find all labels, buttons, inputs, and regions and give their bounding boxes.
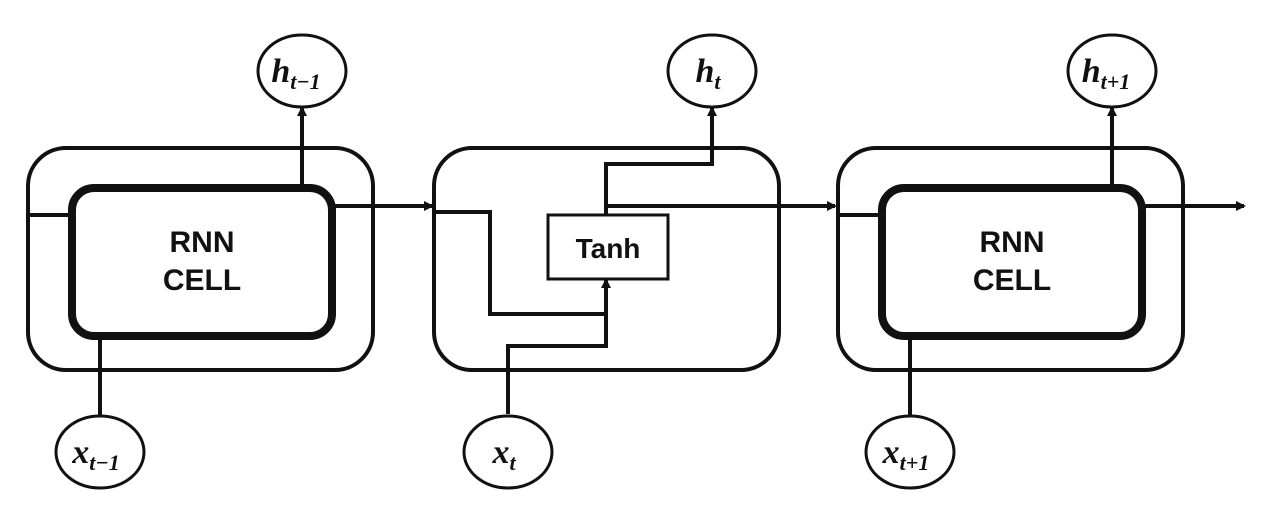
rnn-cell-next: [878, 184, 1146, 340]
input-node-current-circle: [462, 414, 554, 490]
output-node-next: ht+1: [1066, 33, 1158, 109]
tanh-label: Tanh: [576, 233, 641, 264]
output-node-prev-circle: [256, 33, 348, 109]
output-node-next-circle: [1066, 33, 1158, 109]
input-node-current: xt: [462, 414, 554, 490]
block-current-outer-box: [432, 146, 781, 372]
output-node-current: ht: [666, 33, 758, 109]
rnn-cell-next-label-2: CELL: [973, 264, 1051, 297]
block-prev: RNN CELL: [26, 106, 375, 418]
block-next: RNN CELL: [836, 106, 1185, 418]
block-current: Tanh: [432, 106, 781, 414]
block-next-outer-box: [836, 146, 1185, 372]
rnn-cell-next-label-1: RNN: [980, 226, 1045, 259]
rnn-cell-prev-label-1: RNN: [170, 226, 235, 259]
input-node-prev-circle: [54, 414, 146, 490]
input-node-prev: xt−1: [54, 414, 146, 490]
input-node-prev-label: xt−1: [71, 434, 119, 475]
output-node-current-label: ht: [695, 53, 721, 94]
output-node-prev-label: ht−1: [271, 53, 320, 94]
input-wire-current: [506, 278, 611, 414]
input-node-next-circle: [864, 414, 956, 490]
rnn-cell-prev: [68, 184, 336, 340]
tanh-box: [546, 213, 670, 281]
block-prev-outer-box: [26, 146, 375, 372]
output-arrow-current: [604, 106, 717, 215]
hidden-in-wire-current: [434, 210, 606, 316]
rnn-cell-prev-label-2: CELL: [163, 264, 241, 297]
input-node-next: xt+1: [864, 414, 956, 490]
output-node-next-label: ht+1: [1082, 53, 1131, 94]
output-node-current-circle: [666, 33, 758, 109]
output-node-prev: ht−1: [256, 33, 348, 109]
input-node-next-label: xt+1: [882, 434, 930, 475]
input-node-current-label: xt: [491, 434, 516, 475]
